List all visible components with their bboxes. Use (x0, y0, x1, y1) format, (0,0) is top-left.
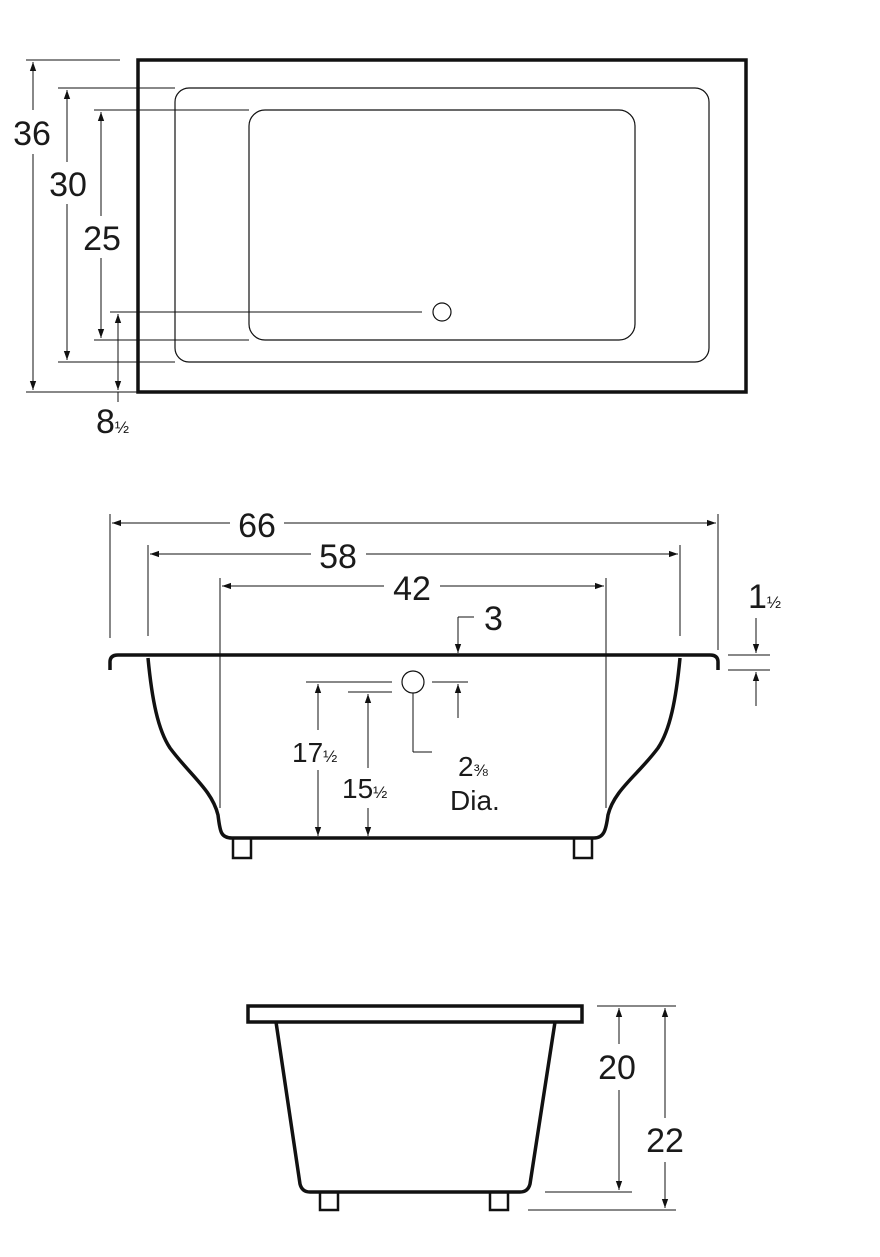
drain-dia-whole: 2 (458, 751, 474, 782)
dim-3-whole: 3 (484, 600, 503, 638)
front-view-foot-right (572, 836, 594, 860)
dim-30-whole: 30 (49, 166, 87, 204)
dim-22-label: 22 (646, 1122, 684, 1160)
dim-1-5-label: 1½ (748, 578, 781, 616)
dim-20-label: 20 (598, 1049, 636, 1087)
front-view-drain (401, 670, 425, 694)
side-view-body (274, 1021, 557, 1194)
front-view-foot-left (231, 836, 253, 860)
front-view: 66 58 42 3 1½ (108, 507, 781, 860)
drain-dia-label: Dia. (450, 785, 500, 816)
dim-17-5-whole: 17 (292, 737, 323, 768)
drain-dia-fraction: ⅜ (474, 761, 489, 780)
front-view-rim (108, 653, 720, 670)
dim-1-5-fraction: ½ (767, 593, 781, 612)
dim-17-5-label: 17½ (292, 737, 337, 768)
top-view-inner-rim (174, 87, 710, 363)
dim-15-5-fraction: ½ (373, 783, 387, 802)
top-view-basin (248, 109, 636, 341)
front-view-body (146, 657, 682, 840)
dim-17-5-fraction: ½ (323, 747, 337, 766)
dim-15-5-whole: 15 (342, 773, 373, 804)
dim-42-label: 42 (393, 570, 431, 608)
dim-66-whole: 66 (238, 507, 276, 545)
side-view-foot-right (488, 1190, 510, 1212)
dim-22-whole: 22 (646, 1122, 684, 1160)
side-view-foot-left (318, 1190, 340, 1212)
dim-8-5-fraction: ½ (115, 418, 129, 437)
dim-8-5-whole: 8 (96, 403, 115, 441)
dim-36-label: 36 (13, 115, 51, 153)
dim-20-whole: 20 (598, 1049, 636, 1087)
top-view-outer-rim (136, 58, 748, 394)
dim-66-label: 66 (238, 507, 276, 545)
dim-25-whole: 25 (83, 220, 121, 258)
dim-1-5-whole: 1 (748, 578, 767, 616)
dim-8-5-label: 8½ (96, 403, 129, 441)
dim-58-label: 58 (319, 538, 357, 576)
dim-58-whole: 58 (319, 538, 357, 576)
dim-3-label: 3 (484, 600, 503, 638)
dim-15-5-label: 15½ (342, 773, 387, 804)
dim-30-label: 30 (49, 166, 87, 204)
side-view-rim (246, 1004, 584, 1024)
dim-42-whole: 42 (393, 570, 431, 608)
side-view: 20 22 (246, 1004, 684, 1212)
drain-dia-size: 2⅜ (458, 751, 489, 782)
dim-25-label: 25 (83, 220, 121, 258)
dim-36-whole: 36 (13, 115, 51, 153)
top-view-drain (432, 302, 452, 322)
top-view: 36 30 25 8½ (5, 58, 748, 441)
